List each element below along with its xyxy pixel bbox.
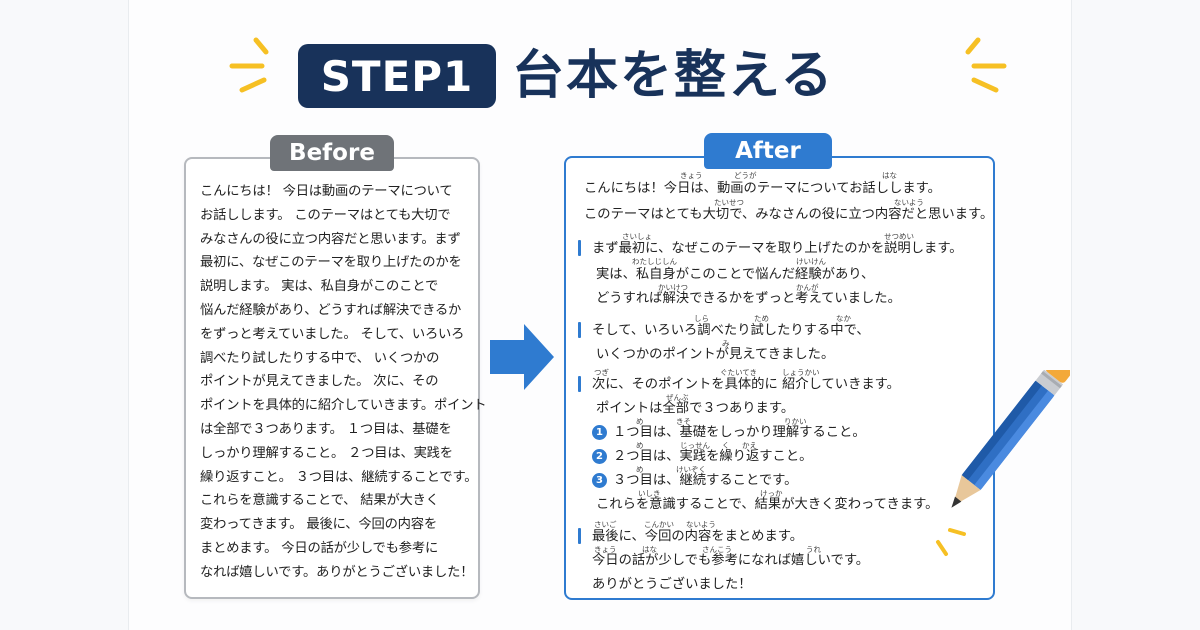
after-line: まず最初に、なぜこのテーマを取り上げたのかを説明します。: [592, 241, 963, 256]
title-row: STEP1 台本を整える: [0, 37, 1200, 108]
furigana: こんかい: [644, 520, 674, 529]
before-line: なれば嬉しいです。ありがとうございました！: [200, 564, 474, 580]
paragraph-marker: [578, 240, 581, 256]
before-tab: Before: [270, 135, 394, 171]
furigana: たいせつ: [714, 198, 744, 207]
paragraph-marker: [578, 322, 581, 338]
furigana: さいしょ: [622, 232, 652, 241]
furigana: め: [636, 417, 644, 426]
numbered-item: 2 ２つ目は、実践を繰り返すこと。: [592, 446, 812, 468]
number-circle-icon: 2: [592, 449, 607, 464]
furigana: ないよう: [686, 520, 716, 529]
furigana: め: [636, 441, 644, 450]
list-item-text: ２つ目は、実践を繰り返すこと。: [613, 449, 813, 464]
furigana: め: [636, 465, 644, 474]
sparkle-icon: [229, 37, 269, 93]
after-tab: After: [704, 133, 832, 169]
furigana: きそ: [676, 417, 691, 426]
after-line: そして、いろいろ調べたり試したりする中で、: [592, 323, 870, 338]
after-line: どうすれば解決できるかをずっと考えていました。: [596, 291, 901, 306]
before-line: 調べたり試したりする中で、 いくつかの: [200, 350, 440, 366]
furigana: ぜんぶ: [666, 393, 689, 402]
numbered-item: 3 ３つ目は、継続することです。: [592, 470, 797, 492]
after-line: 最後に、今回の内容をまとめます。: [592, 529, 804, 544]
after-line: こんにちは！今日は、動画のテーマについてお話しします。: [584, 181, 941, 196]
after-line: このテーマはとても大切で、みなさんの役に立つ内容だと思います。: [584, 207, 994, 222]
furigana: さんこう: [702, 545, 732, 554]
furigana: しら: [694, 314, 709, 323]
furigana: りかい: [784, 417, 807, 426]
furigana: なか: [836, 314, 851, 323]
furigana: いしき: [638, 489, 661, 498]
before-line: は全部で３つあります。 １つ目は、基礎を: [200, 421, 452, 437]
furigana: けいけん: [796, 257, 826, 266]
after-line: ありがとうございました！: [592, 577, 752, 592]
before-line: ポイントが見えてきました。 次に、その: [200, 374, 439, 390]
before-line: こんにちは！ 今日は動画のテーマについて: [200, 184, 453, 199]
furigana: はな: [882, 171, 897, 180]
before-line: ポイントを具体的に紹介していきます。ポイント: [200, 398, 487, 414]
pencil-icon: [936, 370, 1070, 556]
furigana: どうが: [734, 171, 757, 180]
furigana: うれ: [806, 545, 821, 554]
furigana: せつめい: [884, 232, 914, 241]
page-title: 台本を整える: [512, 46, 835, 106]
after-line: ポイントは全部で３つあります。: [596, 401, 795, 416]
furigana: はな: [642, 545, 657, 554]
furigana: ぐたいてき: [720, 368, 758, 377]
after-line: 今日の話が少しでも参考になれば嬉しいです。: [592, 553, 870, 568]
furigana: さいご: [594, 520, 617, 529]
furigana: けっか: [760, 489, 783, 498]
furigana: きょう: [594, 545, 617, 554]
numbered-item: 1 １つ目は、基礎をしっかり理解すること。: [592, 422, 866, 444]
list-item-text: ３つ目は、継続することです。: [613, 473, 798, 488]
list-item-text: １つ目は、基礎をしっかり理解すること。: [613, 425, 866, 440]
before-panel: [184, 157, 480, 599]
before-line: 繰り返すこと。 ３つ目は、継続することです。: [200, 469, 478, 485]
after-panel: [564, 156, 995, 600]
furigana: ため: [754, 314, 769, 323]
right-arrow-icon: [490, 324, 554, 390]
after-line: いくつかのポイントが見えてきました。: [596, 347, 835, 362]
furigana: かんが: [796, 283, 819, 292]
number-circle-icon: 1: [592, 425, 607, 440]
paragraph-marker: [578, 376, 581, 392]
before-line: 悩んだ経験があり、どうすれば解決できるか: [200, 302, 462, 318]
furigana: しょうかい: [782, 368, 820, 377]
before-line: お話しします。 このテーマはとても大切で: [200, 207, 451, 223]
after-line: 実は、私自身がこのことで悩んだ経験があり、: [596, 267, 875, 282]
after-line: これらを意識することで、結果が大きく変わってきます。: [596, 497, 939, 512]
furigana: かえ: [742, 441, 757, 450]
before-line: まとめます。 今日の話が少しでも参考に: [200, 540, 439, 556]
before-line: 最初に、なぜこのテーマを取り上げたのかを: [200, 255, 462, 271]
after-line: 次に、そのポイントを具体的に 紹介していきます。: [592, 377, 900, 392]
furigana: み: [722, 339, 730, 348]
before-line: をずっと考えていました。 そして、いろいろ: [200, 326, 465, 342]
before-line: 変わってきます。 最後に、今回の内容を: [200, 517, 437, 533]
number-circle-icon: 3: [592, 473, 607, 488]
furigana: わたしじしん: [632, 257, 677, 266]
before-line: 説明します。 実は、私自身がこのことで: [200, 279, 439, 295]
before-line: しっかり理解すること。 ２つ目は、実践を: [200, 445, 453, 461]
before-line: みなさんの役に立つ内容だと思います。まず: [200, 231, 461, 247]
before-script-text: こんにちは！ 今日は動画のテーマについて お話しします。 このテーマはとても大切…: [200, 180, 487, 585]
furigana: つぎ: [594, 368, 609, 377]
step-badge: STEP1: [298, 44, 496, 108]
furigana: きょう: [680, 171, 703, 180]
before-line: これらを意識することで、 結果が大きく: [200, 493, 439, 509]
furigana: ないよう: [894, 198, 924, 207]
furigana: じっせん: [680, 441, 710, 450]
furigana: けいぞく: [676, 465, 706, 474]
furigana: かいけつ: [658, 283, 688, 292]
sparkle-icon: [965, 37, 1007, 93]
furigana: く: [722, 441, 730, 450]
paragraph-marker: [578, 528, 581, 544]
